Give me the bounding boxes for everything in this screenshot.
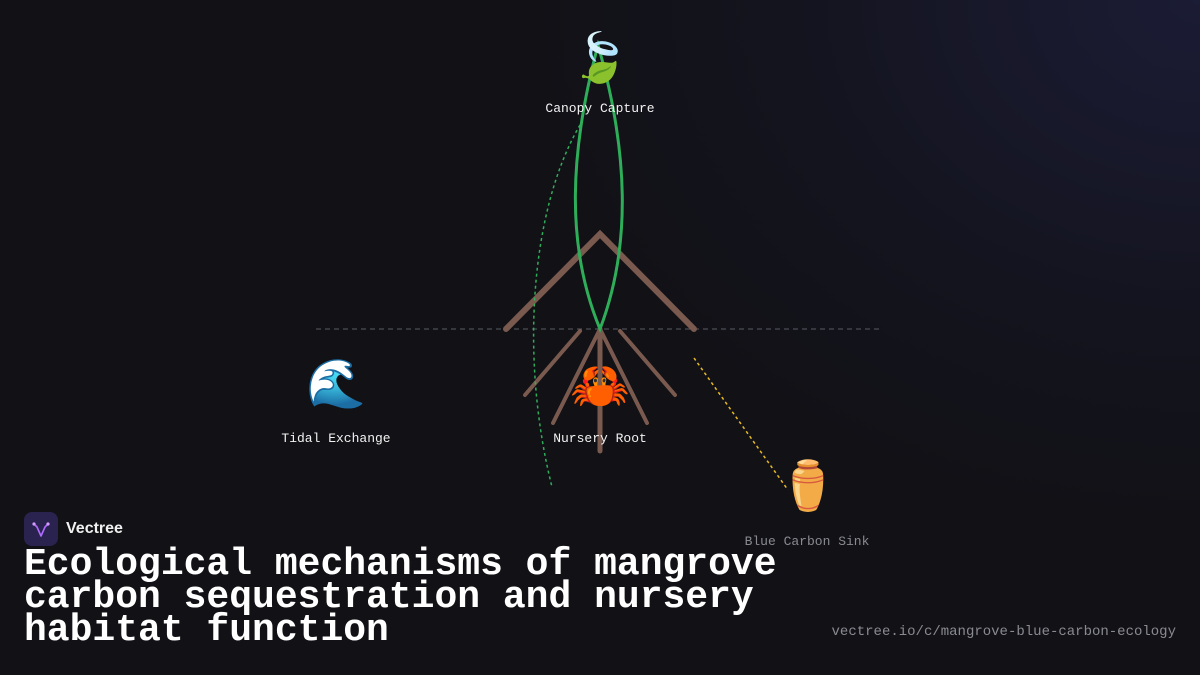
- source-url[interactable]: vectree.io/c/mangrove-blue-carbon-ecolog…: [831, 624, 1176, 640]
- mangrove-tree: [503, 229, 697, 454]
- crab-icon: 🦀: [570, 363, 630, 417]
- wave-icon: 🌊: [306, 361, 366, 415]
- vectree-logo-icon: [24, 512, 58, 546]
- vectree-logo-mark: [32, 522, 50, 537]
- brand: Vectree: [24, 512, 123, 546]
- brand-name: Vectree: [66, 520, 123, 537]
- leaf-icon: 🍃: [570, 35, 630, 89]
- nursery-root-label: Nursery Root: [553, 431, 647, 446]
- canopy-leaf-outline: [573, 39, 624, 334]
- blue-carbon-sink-label: Blue Carbon Sink: [744, 534, 870, 549]
- prop-root-left-inner: [551, 327, 602, 425]
- page-title: Ecological mechanisms of mangrove carbon…: [24, 543, 777, 652]
- urn-icon: ⚱️: [778, 463, 838, 517]
- prop-root-right-outer: [618, 329, 677, 397]
- canopy-capture-label: Canopy Capture: [545, 101, 655, 116]
- canopy-branches: [503, 229, 697, 332]
- tidal-exchange-label: Tidal Exchange: [281, 431, 391, 446]
- prop-root-left-outer: [523, 329, 582, 397]
- prop-root-right-inner: [598, 327, 649, 425]
